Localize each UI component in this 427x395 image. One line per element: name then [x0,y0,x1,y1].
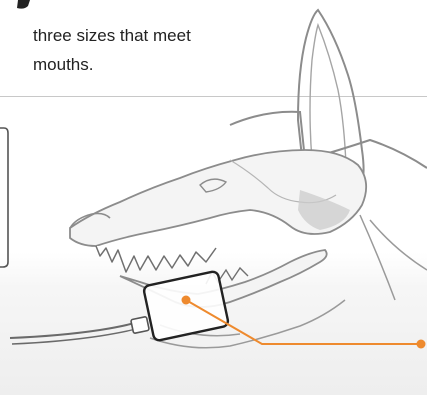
dog-ear-inner [310,25,346,165]
dog-neck-outline [360,215,427,300]
dental-sensor [143,271,229,342]
callout-end-dot [417,340,426,349]
frame-bracket [0,128,8,267]
upper-teeth [96,246,216,272]
callout-start-dot [182,296,191,305]
clipped-heading-glyph [17,0,30,9]
cable-connector [131,316,150,333]
sensor-cable [10,322,138,338]
